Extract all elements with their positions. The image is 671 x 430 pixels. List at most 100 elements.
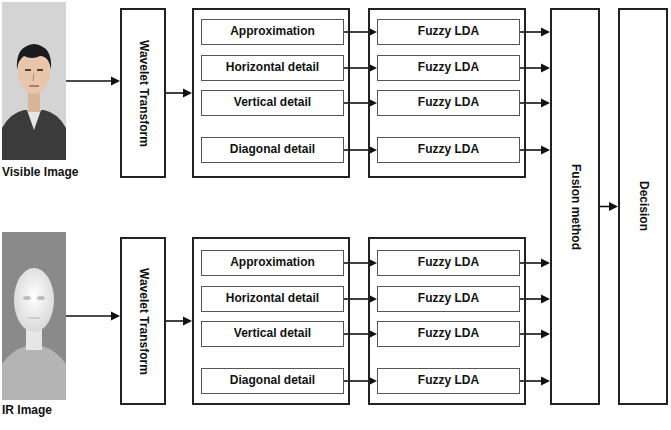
process-box: Fuzzy LDA: [377, 321, 520, 347]
shirt-collar: [27, 110, 41, 130]
neck: [28, 92, 40, 112]
arrow-head: [541, 330, 550, 339]
eye: [37, 69, 43, 71]
box-label: Fuzzy LDA: [418, 25, 479, 39]
vertical-process-box: Wavelet Transform: [120, 237, 166, 405]
arrow-head: [541, 28, 550, 37]
group-box: ApproximationHorizontal detailVertical d…: [192, 237, 350, 405]
connector-line: [520, 298, 542, 300]
arrow-connector: [66, 77, 120, 86]
process-box: Fuzzy LDA: [377, 19, 520, 45]
box-label: Horizontal detail: [226, 292, 319, 306]
connector-line: [344, 31, 369, 33]
eye: [23, 296, 31, 300]
connector-line: [344, 149, 369, 151]
process-box: Fuzzy LDA: [377, 137, 520, 163]
process-box: Fuzzy LDA: [377, 286, 520, 312]
arrow-head: [111, 77, 120, 86]
arrow-head: [541, 295, 550, 304]
box-label: Fuzzy LDA: [418, 327, 479, 341]
vertical-process-box: Wavelet Transform: [120, 8, 166, 178]
connector-line: [166, 92, 184, 94]
image-caption: Visible Image: [2, 166, 78, 180]
box-label: Diagonal detail: [230, 143, 315, 157]
box-label: Vertical detail: [234, 327, 311, 341]
arrow-head: [541, 99, 550, 108]
arrow-connector: [600, 202, 618, 211]
process-box: Fuzzy LDA: [377, 368, 520, 394]
box-label: Decision: [636, 181, 650, 231]
connector-line: [520, 149, 542, 151]
box-label: Fusion method: [568, 164, 582, 250]
process-box: Fuzzy LDA: [377, 55, 520, 81]
arrow-connector: [66, 312, 120, 321]
process-box: Diagonal detail: [201, 137, 344, 163]
image-panel: Visible Image: [2, 2, 66, 160]
process-box: Horizontal detail: [201, 55, 344, 81]
eye: [37, 296, 45, 300]
box-label: Fuzzy LDA: [418, 96, 479, 110]
arrow-head: [609, 202, 618, 211]
connector-line: [520, 31, 542, 33]
box-label: Fuzzy LDA: [418, 61, 479, 75]
connector-line: [520, 102, 542, 104]
connector-line: [520, 262, 542, 264]
process-box: Approximation: [201, 250, 344, 276]
image-caption: IR Image: [2, 404, 52, 418]
mouth: [28, 317, 40, 319]
connector-line: [66, 80, 112, 82]
arrow-connector: [166, 89, 192, 98]
connector-line: [344, 102, 369, 104]
process-box: Vertical detail: [201, 321, 344, 347]
box-label: Approximation: [230, 25, 315, 39]
group-box: Fuzzy LDA Fuzzy LDA Fuzzy LDA Fuzzy LDA: [368, 8, 526, 178]
box-label: Vertical detail: [234, 96, 311, 110]
arrow-head: [111, 312, 120, 321]
group-box: ApproximationHorizontal detailVertical d…: [192, 8, 350, 178]
arrow-head: [541, 64, 550, 73]
arrow-head: [541, 259, 550, 268]
process-box: Horizontal detail: [201, 286, 344, 312]
process-box: Fuzzy LDA: [377, 90, 520, 116]
connector-line: [520, 67, 542, 69]
box-label: Fuzzy LDA: [418, 143, 479, 157]
box-label: Fuzzy LDA: [418, 374, 479, 388]
connector-line: [344, 298, 369, 300]
mouth: [29, 85, 39, 86]
photo-background: [2, 232, 66, 400]
connector-line: [600, 206, 610, 208]
hair: [17, 44, 51, 70]
connector-line: [344, 262, 369, 264]
process-box: Diagonal detail: [201, 368, 344, 394]
connector-line: [166, 320, 184, 322]
connector-line: [344, 67, 369, 69]
arrow-connector: [166, 317, 192, 326]
box-label: Fuzzy LDA: [418, 256, 479, 270]
visible-face-photo: [2, 2, 66, 160]
jacket: [2, 110, 66, 160]
eye: [25, 69, 31, 71]
group-box: Fuzzy LDA Fuzzy LDA Fuzzy LDA Fuzzy LDA: [368, 237, 526, 405]
box-label: Diagonal detail: [230, 374, 315, 388]
connector-line: [66, 315, 112, 317]
arrow-head: [183, 317, 192, 326]
connector-line: [520, 333, 542, 335]
box-label: Fuzzy LDA: [418, 292, 479, 306]
vertical-process-box: Fusion method: [550, 8, 600, 405]
connector-line: [520, 380, 542, 382]
box-label: Wavelet Transform: [136, 268, 150, 375]
ir-face-photo: [2, 232, 66, 400]
process-box: Fuzzy LDA: [377, 250, 520, 276]
box-label: Wavelet Transform: [136, 40, 150, 147]
image-panel: IR Image: [2, 232, 66, 400]
connector-line: [344, 380, 369, 382]
connector-line: [344, 333, 369, 335]
photo-background: [2, 2, 66, 160]
arrow-head: [541, 377, 550, 386]
shoulders: [2, 346, 66, 400]
nose: [33, 73, 34, 81]
process-box: Approximation: [201, 19, 344, 45]
arrow-head: [183, 89, 192, 98]
box-label: Approximation: [230, 256, 315, 270]
